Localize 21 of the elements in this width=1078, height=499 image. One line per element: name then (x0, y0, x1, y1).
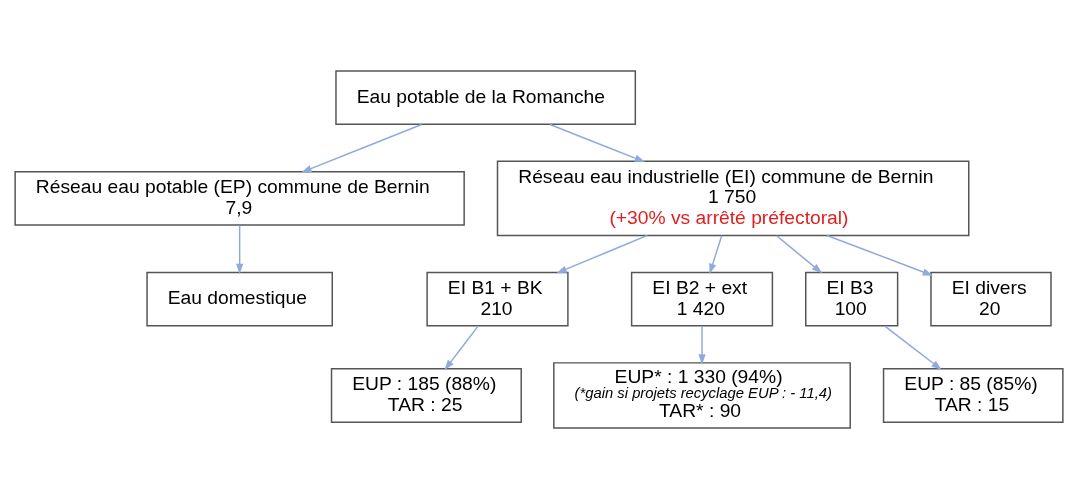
node-box: EI B3 100 (805, 271, 899, 327)
node-box: Réseau eau potable (EP) commune de Bernin 7,9 (14, 170, 465, 226)
node-box: EUP* : 1 330 (94%) (*gain si projets recyclage EUP : - 11,4) TAR* : 90 (553, 362, 851, 429)
arrow (698, 325, 706, 365)
arrow (884, 325, 942, 370)
node-box: EI B2 + ext 1 420 (630, 271, 774, 327)
node-box: Eau domestique (146, 271, 333, 327)
arrow (826, 234, 934, 276)
arrow (556, 234, 649, 274)
arrow (444, 325, 479, 371)
node-box: Réseau eau industrielle (EI) commune de Bernin 1 750 (+30% vs arrêté préfectoral) (496, 160, 970, 237)
arrow (236, 224, 244, 275)
node-box: EI B1 + BK 210 (426, 271, 569, 327)
node-box: EUP : 85 (85%) TAR : 15 (882, 368, 1064, 423)
node-box: Eau potable de la Romanche (335, 70, 637, 125)
arrow (775, 235, 823, 274)
arrow (301, 123, 423, 173)
node-box: EUP : 185 (88%) TAR : 25 (330, 368, 522, 423)
arrow (549, 123, 646, 163)
node-box: EI divers 20 (930, 271, 1052, 327)
arrow (709, 235, 723, 275)
